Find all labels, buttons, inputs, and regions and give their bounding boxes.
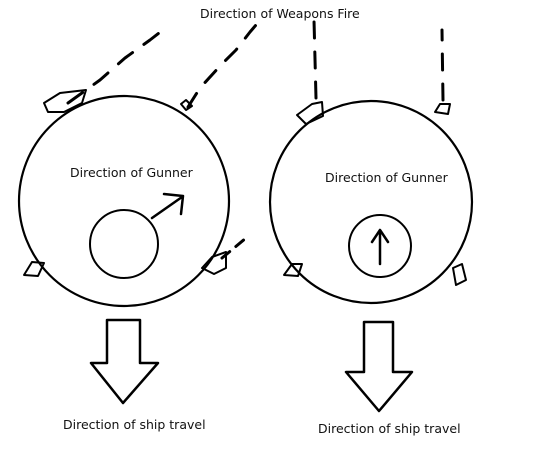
right-gunner-label: Direction of Gunner bbox=[325, 170, 448, 185]
right-turret-bottom-right bbox=[452, 263, 467, 286]
weapons-fire-title: Direction of Weapons Fire bbox=[200, 6, 360, 21]
right-turret-bottom-left bbox=[283, 263, 303, 277]
right-fire-line-1 bbox=[312, 18, 318, 100]
left-ship-hull bbox=[17, 94, 231, 308]
left-gunner-label: Direction of Gunner bbox=[70, 165, 193, 180]
right-travel-arrow bbox=[344, 320, 414, 413]
left-turret-top-left bbox=[43, 89, 87, 113]
left-turret-bottom-right bbox=[201, 251, 227, 275]
right-turret-top-left bbox=[296, 101, 324, 125]
left-gunner-circle bbox=[89, 209, 159, 279]
left-ship bbox=[17, 16, 264, 405]
right-turret-top-right bbox=[434, 103, 451, 115]
right-gunner-arrow bbox=[370, 228, 390, 266]
right-gunner-circle bbox=[348, 214, 412, 278]
left-gunner-arrow bbox=[150, 192, 185, 220]
left-fire-line-2 bbox=[186, 16, 264, 109]
left-turret-top-right bbox=[180, 99, 193, 111]
left-travel-arrow bbox=[89, 318, 160, 405]
right-travel-label: Direction of ship travel bbox=[318, 421, 461, 436]
right-ship bbox=[268, 18, 474, 413]
right-ship-hull bbox=[268, 99, 474, 305]
right-fire-line-2 bbox=[440, 28, 445, 102]
left-turret-bottom-left bbox=[23, 261, 45, 277]
left-fire-line-1 bbox=[66, 24, 170, 105]
left-travel-label: Direction of ship travel bbox=[63, 417, 206, 432]
